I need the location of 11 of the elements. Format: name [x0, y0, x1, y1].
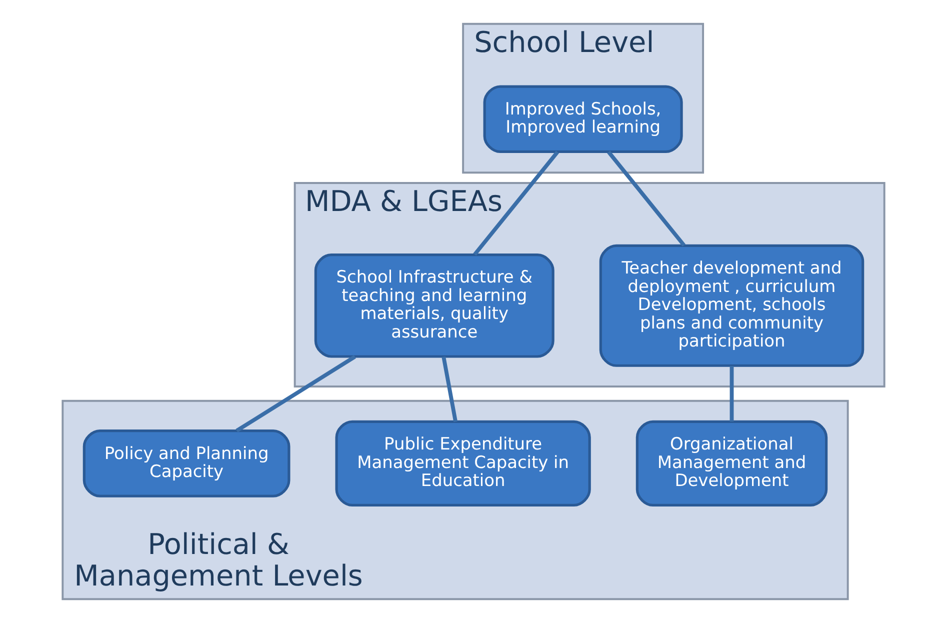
- connector: [235, 355, 356, 432]
- node-box: School Infrastructure & teaching and learning materials, quality assurance: [314, 253, 554, 358]
- connector: [441, 356, 457, 422]
- connector: [606, 150, 686, 247]
- node-box: Policy and Planning Capacity: [82, 430, 290, 498]
- node-box: Public Expenditure Management Capacity in Education: [334, 420, 590, 506]
- connector: [472, 150, 559, 256]
- connector: [729, 366, 734, 422]
- node-box: Teacher development and deployment , curriculum Development, schools plans and community participation: [598, 244, 864, 367]
- node-box: Organizational Management and Development: [635, 420, 828, 506]
- node-box: Improved Schools, Improved learning: [482, 85, 682, 154]
